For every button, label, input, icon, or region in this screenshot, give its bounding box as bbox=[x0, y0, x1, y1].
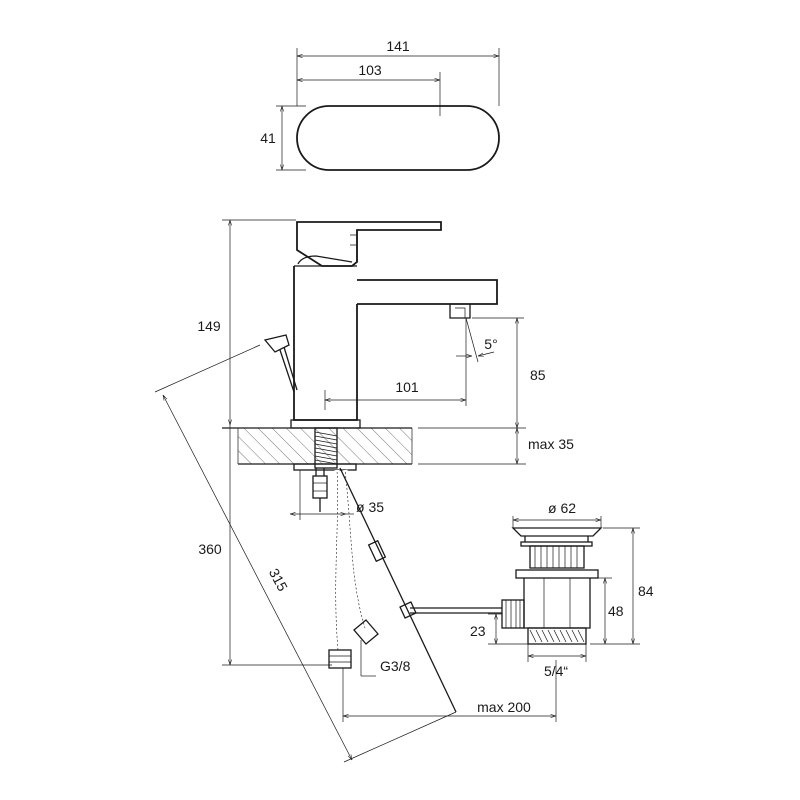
waste-flange bbox=[511, 527, 603, 537]
dim-84-label: 84 bbox=[638, 583, 654, 599]
dim-103-label: 103 bbox=[358, 62, 382, 78]
dim-315-line bbox=[163, 395, 352, 760]
dim-149-label: 149 bbox=[197, 318, 221, 334]
waste-thread bbox=[527, 627, 587, 645]
dim-360-label: 360 bbox=[198, 541, 222, 557]
fixing-nut bbox=[312, 475, 328, 499]
dim-d62-label: ø 62 bbox=[548, 500, 576, 516]
hose-2 bbox=[344, 469, 366, 629]
lever-handle bbox=[296, 221, 442, 267]
dim-thread-label: 5/4“ bbox=[544, 663, 568, 679]
hose-nut-1 bbox=[328, 649, 352, 669]
aerator bbox=[449, 304, 471, 319]
under-counter: ø 35 G3/8 bbox=[290, 467, 502, 713]
waste-side-nut bbox=[501, 599, 525, 629]
dim-101-label: 101 bbox=[395, 379, 419, 395]
waste-locknut bbox=[515, 569, 599, 579]
base-plate bbox=[290, 419, 361, 429]
dim-angle-label: 5° bbox=[484, 336, 497, 352]
popup-knob bbox=[263, 334, 290, 353]
dim-85-label: 85 bbox=[530, 367, 546, 383]
dim-141-label: 141 bbox=[386, 38, 410, 54]
faucet-body bbox=[293, 266, 358, 421]
mounting-washer bbox=[293, 463, 357, 471]
popup-rod bbox=[339, 467, 457, 713]
faucet-side-view: 149 5° 101 85 bbox=[197, 219, 546, 429]
dim-g38-label: G3/8 bbox=[380, 658, 411, 674]
dim-315-label: 315 bbox=[266, 566, 291, 594]
rod-clip bbox=[367, 539, 387, 563]
countertop: max 35 bbox=[222, 427, 574, 471]
waste-body bbox=[523, 578, 591, 629]
dim-48-label: 48 bbox=[608, 603, 624, 619]
dim-max35-label: max 35 bbox=[528, 436, 574, 452]
hose-nut-2 bbox=[353, 619, 379, 645]
handle-outline bbox=[296, 105, 500, 171]
dim-23-label: 23 bbox=[470, 623, 486, 639]
spout bbox=[357, 279, 498, 305]
dim-41-label: 41 bbox=[260, 130, 276, 146]
overall-dimensions: 360 315 max 200 bbox=[154, 344, 557, 763]
handle-top-view: 141 103 41 bbox=[260, 38, 500, 171]
dim-max200-label: max 200 bbox=[477, 699, 531, 715]
waste-assembly: ø 62 84 48 23 5/4“ bbox=[470, 500, 654, 679]
dim-d35-label: ø 35 bbox=[356, 499, 384, 515]
